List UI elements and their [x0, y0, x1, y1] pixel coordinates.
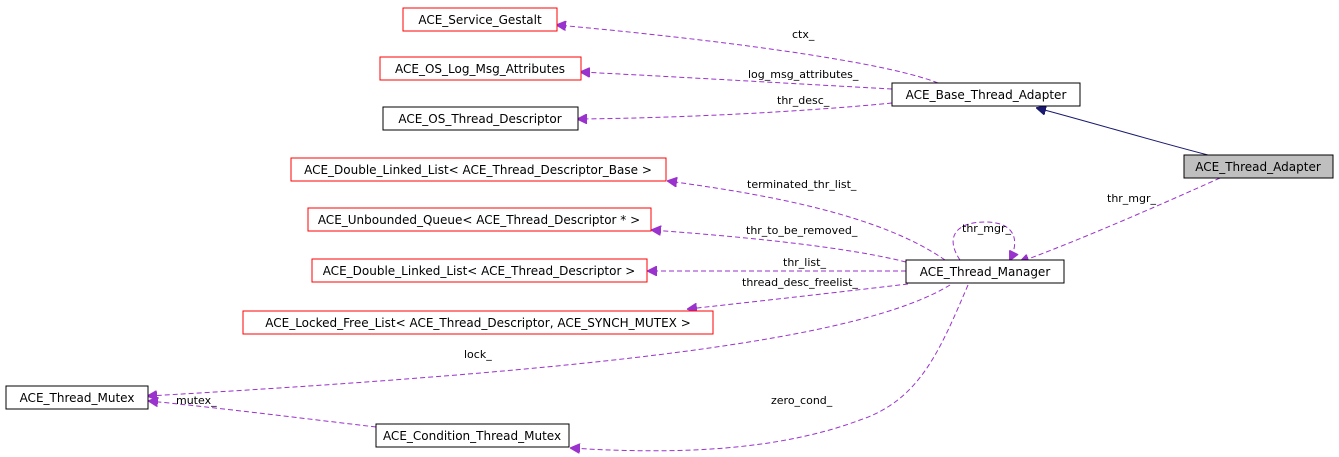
svg-text:ACE_OS_Thread_Descriptor: ACE_OS_Thread_Descriptor: [398, 112, 561, 126]
class-node-ace-double-linked-list[interactable]: ACE_Double_Linked_List< ACE_Thread_Descr…: [311, 258, 648, 283]
svg-text:ACE_Thread_Manager: ACE_Thread_Manager: [920, 265, 1051, 279]
svg-text:ACE_OS_Log_Msg_Attributes: ACE_OS_Log_Msg_Attributes: [395, 62, 565, 76]
edge-label-thr-mgr: thr_mgr_: [1107, 192, 1157, 205]
edge-zero-cond: [571, 284, 969, 451]
edge-inheritance: [1037, 108, 1209, 156]
edge-terminated-thr-list: [668, 181, 946, 261]
edge-lock: [148, 284, 951, 396]
edge-label-log-msg-attributes: log_msg_attributes_: [748, 68, 859, 81]
svg-text:ACE_Unbounded_Queue< ACE_Threa: ACE_Unbounded_Queue< ACE_Thread_Descript…: [318, 213, 640, 227]
svg-text:ACE_Base_Thread_Adapter: ACE_Base_Thread_Adapter: [906, 88, 1067, 102]
class-node-ace-thread-manager[interactable]: ACE_Thread_Manager: [905, 259, 1065, 284]
edge-thr-desc: [578, 102, 893, 119]
class-node-ace-condition-thread-mutex[interactable]: ACE_Condition_Thread_Mutex: [375, 423, 570, 448]
svg-text:ACE_Thread_Mutex: ACE_Thread_Mutex: [20, 391, 135, 405]
edge-label-thr-list: thr_list_: [783, 256, 826, 269]
svg-text:ACE_Double_Linked_List< ACE_Th: ACE_Double_Linked_List< ACE_Thread_Descr…: [323, 264, 636, 278]
edge-label-lock: lock_: [464, 348, 492, 361]
class-node-ace-base-thread-adapter[interactable]: ACE_Base_Thread_Adapter: [891, 82, 1081, 107]
edge-mutex: [149, 401, 377, 428]
class-node-ace-thread-adapter[interactable]: ACE_Thread_Adapter: [1183, 154, 1334, 179]
edge-self-thr-mgr: [952, 221, 1015, 260]
edge-label-self-thr-mgr: thr_mgr_: [962, 222, 1012, 235]
edge-thr-mgr: [1020, 177, 1221, 262]
edge-label-ctx: ctx_: [792, 28, 815, 41]
class-node-ace-locked-free-list[interactable]: ACE_Locked_Free_List< ACE_Thread_Descrip…: [242, 310, 714, 335]
svg-text:ACE_Double_Linked_List< ACE_Th: ACE_Double_Linked_List< ACE_Thread_Descr…: [304, 163, 652, 177]
class-node-ace-service-gestalt[interactable]: ACE_Service_Gestalt: [402, 7, 558, 32]
edge-label-thr-to-be-removed: thr_to_be_removed_: [746, 224, 858, 237]
class-node-ace-thread-mutex[interactable]: ACE_Thread_Mutex: [5, 385, 149, 410]
edge-label-thread-desc-freelist: thread_desc_freelist_: [742, 276, 858, 289]
edge-label-terminated-thr-list: terminated_thr_list_: [747, 178, 857, 191]
svg-text:ACE_Locked_Free_List< ACE_Thre: ACE_Locked_Free_List< ACE_Thread_Descrip…: [265, 316, 691, 330]
edge-log-msg-attributes: [581, 72, 893, 90]
edge-label-mutex: mutex_: [176, 394, 217, 407]
class-node-ace-unbounded-queue[interactable]: ACE_Unbounded_Queue< ACE_Thread_Descript…: [307, 207, 652, 232]
edge-label-zero-cond: zero_cond_: [771, 394, 833, 407]
edge-ctx: [557, 25, 939, 84]
class-node-ace-os-thread-descriptor[interactable]: ACE_OS_Thread_Descriptor: [382, 106, 579, 131]
edge-label-thr-desc: thr_desc_: [777, 94, 830, 107]
svg-text:ACE_Condition_Thread_Mutex: ACE_Condition_Thread_Mutex: [383, 429, 561, 443]
edge-thread-desc-freelist: [688, 283, 909, 309]
class-node-ace-double-linked-list-base[interactable]: ACE_Double_Linked_List< ACE_Thread_Descr…: [290, 157, 667, 182]
class-node-ace-os-log-msg-attributes[interactable]: ACE_OS_Log_Msg_Attributes: [379, 56, 582, 81]
svg-text:ACE_Thread_Adapter: ACE_Thread_Adapter: [1195, 160, 1321, 174]
svg-text:ACE_Service_Gestalt: ACE_Service_Gestalt: [418, 13, 542, 27]
